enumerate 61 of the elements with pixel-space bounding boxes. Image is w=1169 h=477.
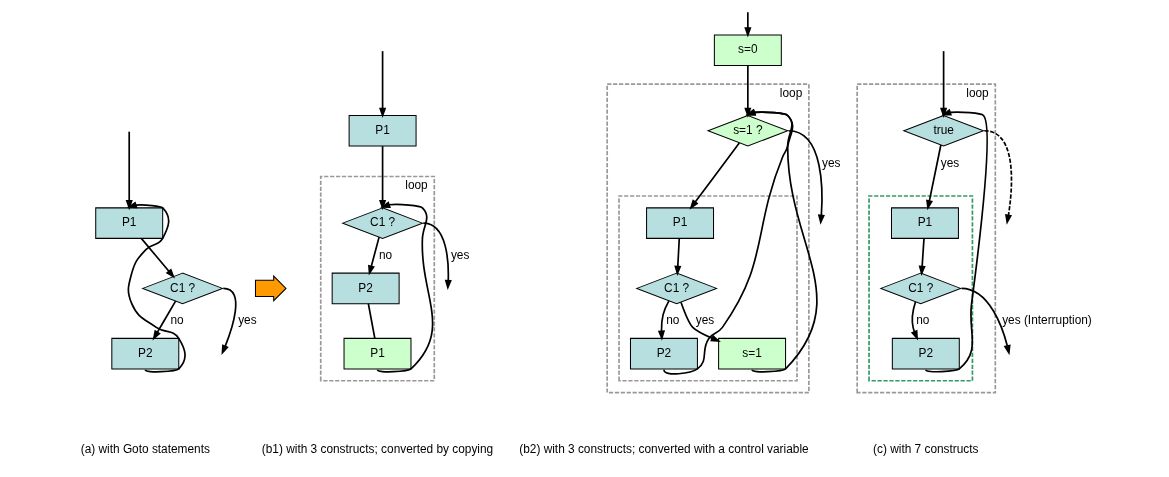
edge-label: yes (Interruption)	[1002, 313, 1092, 328]
arrow	[125, 200, 186, 373]
arrow	[787, 129, 825, 225]
node-box: P1	[348, 115, 417, 147]
arrow	[657, 300, 670, 341]
arrow	[926, 144, 942, 211]
arrow	[983, 129, 1013, 225]
edge-label: no	[170, 313, 184, 328]
edge-label: no	[916, 313, 930, 328]
node-box: P2	[629, 337, 698, 370]
cluster	[618, 195, 798, 382]
arrow	[663, 108, 794, 375]
connector	[367, 302, 376, 340]
node-box: P2	[111, 337, 180, 370]
node-box: s=1	[718, 337, 787, 370]
arrow	[910, 301, 919, 341]
cluster	[868, 195, 974, 382]
arrow	[152, 300, 177, 341]
arrow	[376, 201, 434, 373]
node-diamond: C1 ?	[341, 207, 424, 239]
arrow	[221, 287, 237, 356]
arrow	[125, 130, 138, 211]
arrow	[960, 287, 1011, 356]
arrow	[940, 50, 952, 119]
node-box: s=0	[713, 34, 782, 66]
edge-label: no	[378, 247, 393, 262]
node-box: P1	[891, 207, 959, 239]
node-box: P1	[343, 337, 412, 370]
node-diamond: C1 ?	[635, 272, 718, 305]
node-diamond: s=1 ?	[706, 114, 790, 147]
node-box: P2	[331, 272, 400, 305]
node-box: P2	[891, 337, 960, 370]
arrow	[744, 64, 752, 118]
edge-label: yes	[940, 155, 960, 170]
arrow	[140, 237, 175, 279]
label: (c) with 7 constructs	[873, 442, 979, 457]
node-diamond: true	[902, 114, 985, 147]
arrow	[924, 107, 988, 373]
arrow	[379, 50, 387, 119]
edge-label: yes	[695, 313, 715, 328]
node-diamond: C1 ?	[879, 272, 962, 305]
label: (b1) with 3 constructs; converted by copying	[261, 442, 494, 457]
label: (a) with Goto statements	[80, 442, 210, 457]
node-box: P1	[95, 207, 164, 239]
arrow	[744, 11, 752, 38]
edge-label: yes	[822, 155, 841, 170]
node-arrow	[254, 274, 287, 302]
node-box: P1	[646, 207, 715, 239]
arrow	[422, 222, 452, 291]
node-diamond: C1 ?	[141, 272, 224, 305]
edge-label: yes	[450, 247, 470, 262]
arrow	[918, 237, 926, 276]
arrow	[368, 236, 380, 276]
arrow	[689, 142, 741, 210]
label: (b2) with 3 constructs; converted with a control variable	[519, 442, 809, 457]
arrow	[674, 237, 682, 276]
arrow	[680, 301, 721, 342]
edge-label: no	[666, 313, 680, 328]
edge-label: yes	[238, 313, 257, 328]
arrow	[379, 145, 387, 211]
arrow	[745, 108, 818, 373]
